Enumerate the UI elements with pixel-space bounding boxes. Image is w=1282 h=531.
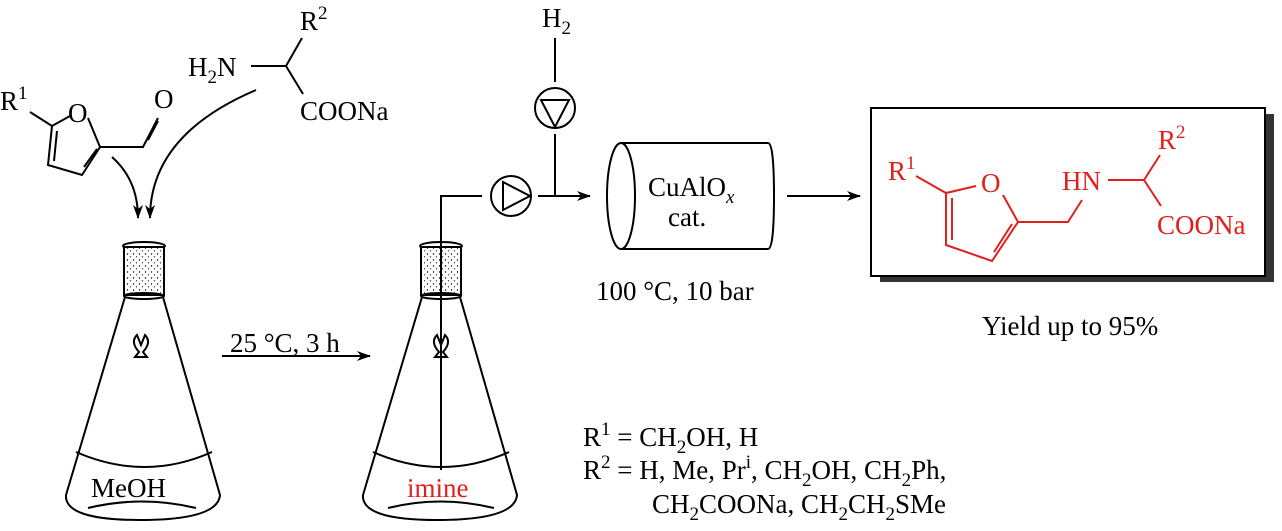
ring-oxygen: O <box>68 98 88 128</box>
aldehyde-bonds <box>100 117 159 148</box>
carbonyl-double-bond <box>147 120 159 141</box>
yield-label: Yield up to 95% <box>982 311 1158 341</box>
product-carboxylate-label: COONa <box>1157 210 1246 240</box>
flask-methanol: MeOH <box>64 241 222 522</box>
alpha-carbon-bonds <box>251 37 303 67</box>
fixed-bed-reactor: CuAlOx cat. <box>606 142 776 250</box>
product-carboxylate-bond <box>1143 179 1162 207</box>
furfural-structure: R1 O O <box>0 83 174 177</box>
amino-acid-structure: H2N R2 COONa <box>188 3 389 126</box>
spade-stir-bar-icon <box>132 333 150 358</box>
carboxylate-label: COONa <box>300 96 389 126</box>
product-furan-ring <box>945 193 1020 263</box>
carbonyl-oxygen: O <box>154 84 174 114</box>
pump-right-icon <box>490 175 533 217</box>
imine-label: imine <box>407 473 469 503</box>
liquid-level <box>75 451 213 468</box>
amino-acid-addition-arrow <box>145 89 257 219</box>
step1-conditions: 25 °C, 3 h <box>230 328 340 358</box>
reactor-conditions: 100 °C, 10 bar <box>596 276 754 306</box>
r2-definition-line2: CH2COONa, CH2CH2SMe <box>652 489 946 525</box>
furan-ring-bonds <box>46 117 102 177</box>
product-r1-label: R1 <box>888 153 916 186</box>
r1-label: R1 <box>0 83 28 116</box>
catalyst-suffix: cat. <box>668 202 706 232</box>
product-methylene-bonds <box>1018 199 1083 223</box>
amine-label: H2N <box>188 52 237 88</box>
product-double-bond-2 <box>993 223 1013 253</box>
pump-down-icon <box>534 87 576 130</box>
solvent-label: MeOH <box>91 473 166 503</box>
product-ring-oxygen: O <box>981 168 1001 198</box>
stopper <box>123 246 165 296</box>
product-amine-label: HN <box>1062 166 1101 196</box>
product-r2-label: R2 <box>1158 122 1186 155</box>
hydrogen-label: H2 <box>542 3 571 39</box>
transfer-line <box>440 195 482 470</box>
r1-bond <box>29 111 71 128</box>
furan-double-bond-2 <box>83 148 98 168</box>
flask-imine: imine <box>361 241 519 522</box>
r2-definition-line1: R2 = H, Me, Pri, CH2OH, CH2Ph, <box>583 452 946 491</box>
r2-label: R2 <box>300 3 328 36</box>
r1-definition: R1 = CH2OH, H <box>583 419 758 458</box>
substituent-legend: R1 = CH2OH, H R2 = H, Me, Pri, CH2OH, CH… <box>583 419 946 525</box>
furfural-addition-arrow <box>111 156 143 219</box>
product-box: R1 O HN R2 COONa <box>870 107 1274 282</box>
catalyst-label: CuAlOx <box>648 172 735 208</box>
carboxylate-bond <box>285 65 304 95</box>
spade-stir-bar-icon <box>432 333 450 358</box>
furan-double-bond-1 <box>53 130 58 162</box>
